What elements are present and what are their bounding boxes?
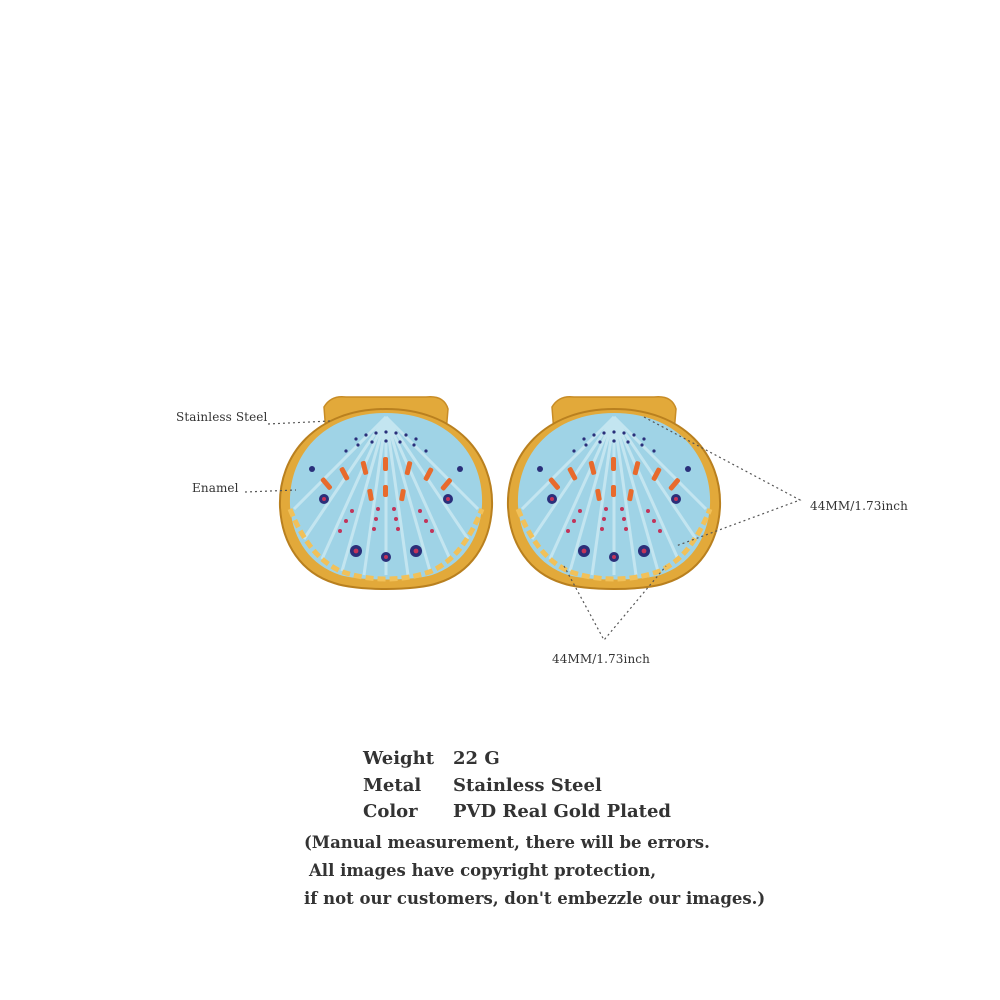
width-dimension-label: 44MM/1.73inch (810, 499, 908, 513)
right-earring-image (508, 397, 720, 589)
metal-key: Metal (363, 775, 422, 796)
color-value: PVD Real Gold Plated (453, 801, 672, 822)
disclaimer-line-1: (Manual measurement, there will be error… (304, 833, 710, 852)
disclaimer-line-2: All images have copyright protection, (309, 861, 657, 880)
width-dimension-line (643, 416, 802, 547)
disclaimer-line-3: if not our customers, don't embezzle our… (304, 889, 766, 908)
left-earring-image (280, 397, 492, 589)
weight-key: Weight (363, 748, 435, 769)
color-key: Color (363, 801, 418, 822)
enamel-leader-line (244, 489, 297, 493)
enamel-callout: Enamel (192, 481, 239, 495)
stainless-steel-callout: Stainless Steel (176, 410, 268, 424)
height-dimension-label: 44MM/1.73inch (552, 652, 650, 666)
weight-value: 22 G (453, 748, 500, 769)
metal-value: Stainless Steel (453, 775, 602, 796)
stainless-steel-leader-line (267, 420, 331, 425)
